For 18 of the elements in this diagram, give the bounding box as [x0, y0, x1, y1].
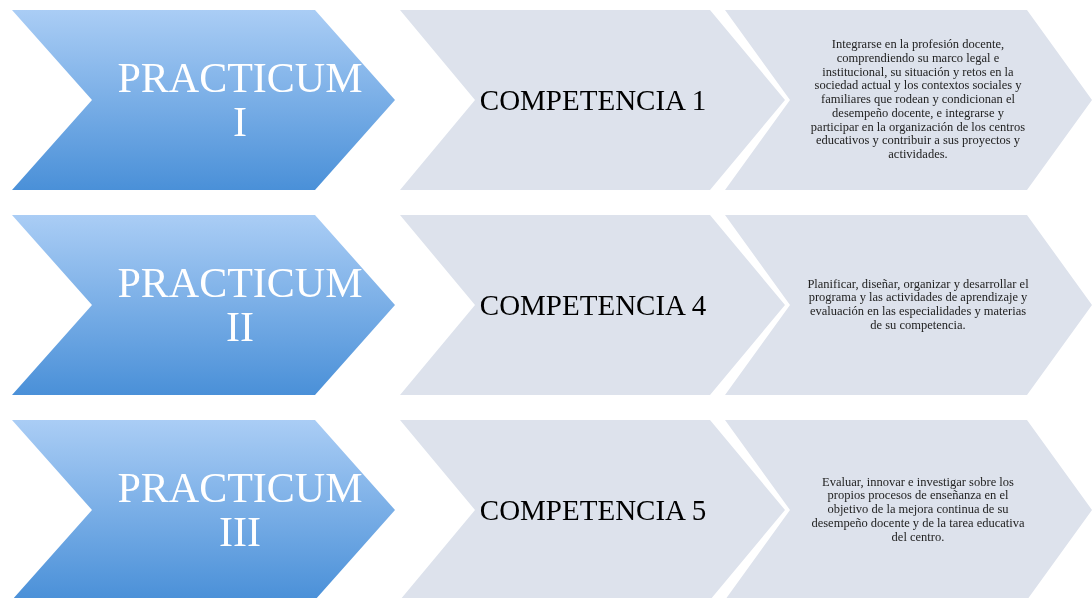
- practicum-title: PRACTICUM I: [116, 55, 364, 145]
- competence-title: COMPETENCIA 4: [479, 290, 707, 320]
- competence-description: Evaluar, innovar e investigar sobre los propios procesos de enseñanza en el objetivo de la mejora continua de su desempeño docente y de la tarea educativa del centro.: [810, 475, 1026, 545]
- competence-description: Integrarse en la profesión docente, comprendiendo su marco legal e institucional, su situación y retos en la sociedad actual y los contextos sociales y familiares que rodean y condicionan el desempeño docente, e integrarse y participar en la organización de los centros educativos y contribuir a sus proyectos y actividades.: [809, 38, 1027, 162]
- practicum-panel: [12, 215, 395, 395]
- competence-title: COMPETENCIA 5: [479, 495, 707, 525]
- description-panel: [725, 420, 1092, 598]
- description-panel: [725, 10, 1092, 190]
- competence-panel: [400, 420, 785, 598]
- competence-description: Planificar, diseñar, organizar y desarrollar el programa y las actividades de aprendizaje y evaluación en las especialidades y materias de su competencia.: [807, 277, 1029, 333]
- competence-panel: [400, 215, 785, 395]
- practicum-title: PRACTICUM II: [116, 260, 364, 350]
- competence-title: COMPETENCIA 1: [479, 85, 707, 115]
- practicum-title: PRACTICUM III: [116, 465, 364, 555]
- practicum-panel: [12, 420, 395, 598]
- practicum-panel: [12, 10, 395, 190]
- description-panel: [725, 215, 1092, 395]
- competence-panel: [400, 10, 785, 190]
